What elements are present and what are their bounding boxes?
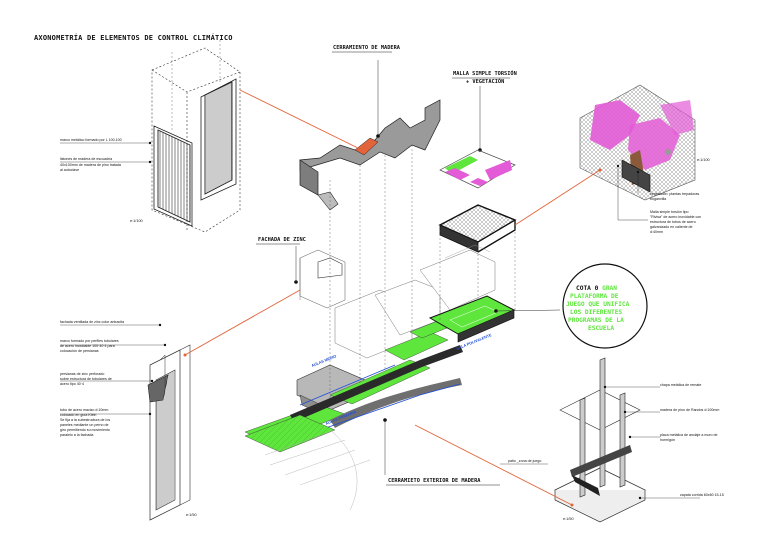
svg-text:COTA 0 GRAN: COTA 0 GRAN — [576, 285, 617, 292]
school-axonometric: AULAS MEDIO AULAS PRIMARIA SALA POLIVALE… — [244, 145, 561, 511]
leader-arrowheads — [183, 148, 602, 507]
drawing-title: AXONOMETRÍA DE ELEMENTOS DE CONTROL CLIM… — [34, 33, 233, 42]
svg-text:e:1/50: e:1/50 — [186, 513, 197, 517]
svg-text:vegetación: plantas trepadoras: vegetación: plantas trepadoras — [650, 192, 699, 196]
detail-leaders — [184, 89, 601, 506]
svg-text:40x100mm de madera de pino tra: 40x100mm de madera de pino tratada — [60, 163, 121, 167]
svg-text:LOS DIFERENTES: LOS DIFERENTES — [570, 309, 622, 316]
svg-text:zapata corrida 60x60 15-15: zapata corrida 60x60 15-15 — [680, 493, 724, 497]
notes-left-bottom: fachada ventilada de zinc color antracit… — [60, 320, 167, 437]
svg-text:colocado en guía Klein: colocado en guía Klein — [60, 413, 96, 417]
svg-text:buganvilla: buganvilla — [650, 197, 666, 201]
svg-text:ESCUELA: ESCUELA — [588, 325, 614, 332]
svg-text:sobre estructura de tubulares: sobre estructura de tubulares de — [60, 377, 112, 381]
svg-text:de acero inoxidable 100·40·4 p: de acero inoxidable 100·40·4 para — [60, 344, 115, 348]
svg-text:PROGRAMAS DE LA: PROGRAMAS DE LA — [568, 317, 624, 324]
label-vegetacion: + VEGETACIÓN — [466, 78, 504, 85]
svg-text:paralelo a la fachada: paralelo a la fachada — [60, 433, 93, 437]
svg-text:PLATAFORMA DE: PLATAFORMA DE — [570, 293, 619, 300]
notes-bottom: patio _zona de juego — [500, 459, 548, 465]
svg-text:"Rivisa" de acero inoxidable c: "Rivisa" de acero inoxidable con — [650, 215, 701, 219]
svg-text:placa metálica de anclaje a mu: placa metálica de anclaje a muro de — [660, 433, 718, 437]
wood-frame-detail — [151, 40, 241, 233]
wood-enclosure-piece: CERRAMIENTO DE MADERA — [299, 45, 441, 211]
label-aulas-medio: AULAS MEDIO — [311, 354, 337, 368]
svg-text:JUEGO QUE UNIFICA: JUEGO QUE UNIFICA — [566, 301, 630, 308]
svg-text:al autoclave: al autoclave — [60, 168, 79, 172]
svg-text:colocación de persianas: colocación de persianas — [60, 349, 99, 353]
svg-text:d:40mm: d:40mm — [650, 230, 663, 234]
mesh-panel-detail: e:1/100 — [579, 84, 710, 201]
mesh-vegetation-module: MALLA SIMPLE TORSIÓN + VEGETACIÓN — [438, 70, 517, 253]
svg-text:persianas de zinc perforado: persianas de zinc perforado — [60, 372, 104, 376]
svg-text:marco metálico formado por L 1: marco metálico formado por L 100.100 — [60, 138, 122, 142]
svg-text:madera de pino de Randos d:100: madera de pino de Randos d:100mm — [660, 408, 719, 412]
svg-text:tubo de acero macizo d:10mm: tubo de acero macizo d:10mm — [60, 408, 108, 412]
notes-right-top: vegetación: plantas trepadoras buganvill… — [616, 164, 701, 234]
svg-text:marco formado por perfiles tub: marco formado por perfiles tubulares — [60, 339, 119, 343]
label-cerramiento-exterior: CERRAMIETO EXTERIOR DE MADERA — [388, 478, 481, 484]
svg-text:e:1/100: e:1/100 — [130, 219, 143, 223]
svg-text:fachada ventilada de zinc colo: fachada ventilada de zinc color antracit… — [60, 320, 124, 324]
svg-text:e:1/100: e:1/100 — [697, 158, 710, 162]
zinc-facade-detail: e:1/50 — [147, 344, 197, 521]
svg-text:estructura de tubos de acero: estructura de tubos de acero — [650, 220, 696, 224]
svg-text:paneles mediante un perno de: paneles mediante un perno de — [60, 423, 109, 427]
label-malla: MALLA SIMPLE TORSIÓN — [453, 70, 517, 77]
label-fachada-zinc: FACHADA DE ZINC — [258, 237, 306, 243]
wood-fence-detail: e:1/50 — [554, 357, 646, 523]
svg-text:galvanizado en caliente de: galvanizado en caliente de — [650, 225, 693, 229]
label-cerramiento-madera: CERRAMIENTO DE MADERA — [333, 45, 401, 51]
svg-text:e:1/50: e:1/50 — [563, 517, 574, 521]
notes-top-left: marco metálico formado por L 100.100 lis… — [60, 138, 152, 223]
svg-text:Se fija a la subestructura de: Se fija a la subestructura de los — [60, 418, 110, 422]
svg-text:Malla simple torsión tipo: Malla simple torsión tipo — [650, 210, 689, 214]
svg-text:acero tipo 40·4: acero tipo 40·4 — [60, 382, 84, 386]
svg-text:hormigón: hormigón — [660, 438, 675, 442]
svg-text:chapa metálica de remate: chapa metálica de remate — [660, 383, 701, 387]
svg-text:patio _zona de juego: patio _zona de juego — [508, 459, 541, 463]
svg-text:listones de madera de escuadrí: listones de madera de escuadría — [60, 157, 112, 161]
svg-text:giro permitiendo su movimiento: giro permitiendo su movimiento — [60, 428, 110, 432]
notes-right-bottom: chapa metálica de remate madera de pino … — [603, 383, 724, 500]
cota-callout: COTA 0 GRAN PLATAFORMA DE JUEGO QUE UNIF… — [562, 263, 648, 349]
